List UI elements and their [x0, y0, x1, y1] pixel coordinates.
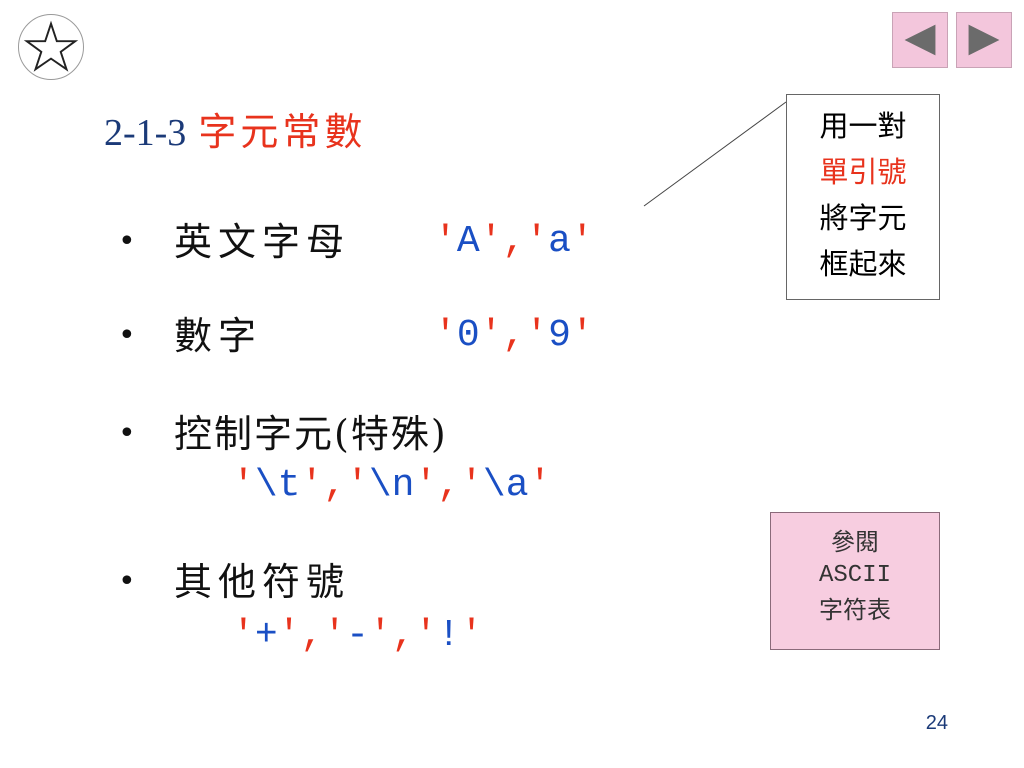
- code-separator: ,: [437, 464, 461, 507]
- triangle-right-icon: [968, 24, 1000, 56]
- code-example: '0','9': [434, 312, 594, 360]
- bullet-label: 其他符號: [174, 560, 351, 604]
- triangle-left-icon: [904, 24, 936, 56]
- code-separator: ,: [502, 314, 526, 357]
- next-slide-button[interactable]: [956, 12, 1012, 68]
- code-literal: '+': [232, 614, 301, 657]
- code-example: 'A','a': [434, 218, 594, 266]
- code-literal: '\n': [346, 464, 438, 507]
- code-literal: '\a': [460, 464, 552, 507]
- reference-line: 字符表: [819, 596, 891, 624]
- reference-line: 參閱: [831, 528, 879, 556]
- code-literal: '9': [525, 314, 594, 357]
- code-literal: '\t': [232, 464, 324, 507]
- code-literal: '-': [323, 614, 392, 657]
- code-literal: '0': [434, 314, 503, 357]
- bullet-label: 英文字母: [174, 220, 351, 264]
- callout-line: 用一對: [819, 109, 907, 143]
- code-separator: ,: [391, 614, 415, 657]
- previous-slide-button[interactable]: [892, 12, 948, 68]
- bullet-dot: •: [118, 318, 136, 353]
- callout-line: 將字元: [819, 201, 907, 235]
- code-literal: 'A': [434, 220, 503, 263]
- bullet-dot: •: [118, 416, 136, 451]
- bullet-label: 數字: [174, 314, 263, 358]
- callout-line-highlight: 單引號: [819, 155, 907, 189]
- code-separator: ,: [300, 614, 324, 657]
- code-separator: ,: [502, 220, 526, 263]
- page-number: 24: [925, 712, 948, 734]
- bullet-dot: •: [118, 564, 136, 599]
- callout-connector-line: [643, 101, 787, 207]
- code-literal: 'a': [525, 220, 594, 263]
- code-separator: ,: [323, 464, 347, 507]
- callout-box: 用一對 單引號 將字元 框起來: [786, 94, 940, 300]
- slide-title: 2-1-3 字元常數: [104, 106, 366, 159]
- ascii-reference-box: 參閱 ASCII 字符表: [770, 512, 940, 650]
- bullet-label: 控制字元(特殊): [174, 412, 448, 456]
- bullet-dot: •: [118, 224, 136, 259]
- code-literal: '!': [414, 614, 483, 657]
- title-section-number: 2-1-3: [104, 112, 187, 154]
- reference-line: ASCII: [818, 562, 891, 589]
- callout-line: 框起來: [819, 247, 907, 281]
- code-example: '+','-','!': [232, 612, 483, 660]
- code-example: '\t','\n','\a': [232, 462, 551, 510]
- title-text: 字元常數: [198, 110, 367, 154]
- star-icon[interactable]: [18, 14, 84, 80]
